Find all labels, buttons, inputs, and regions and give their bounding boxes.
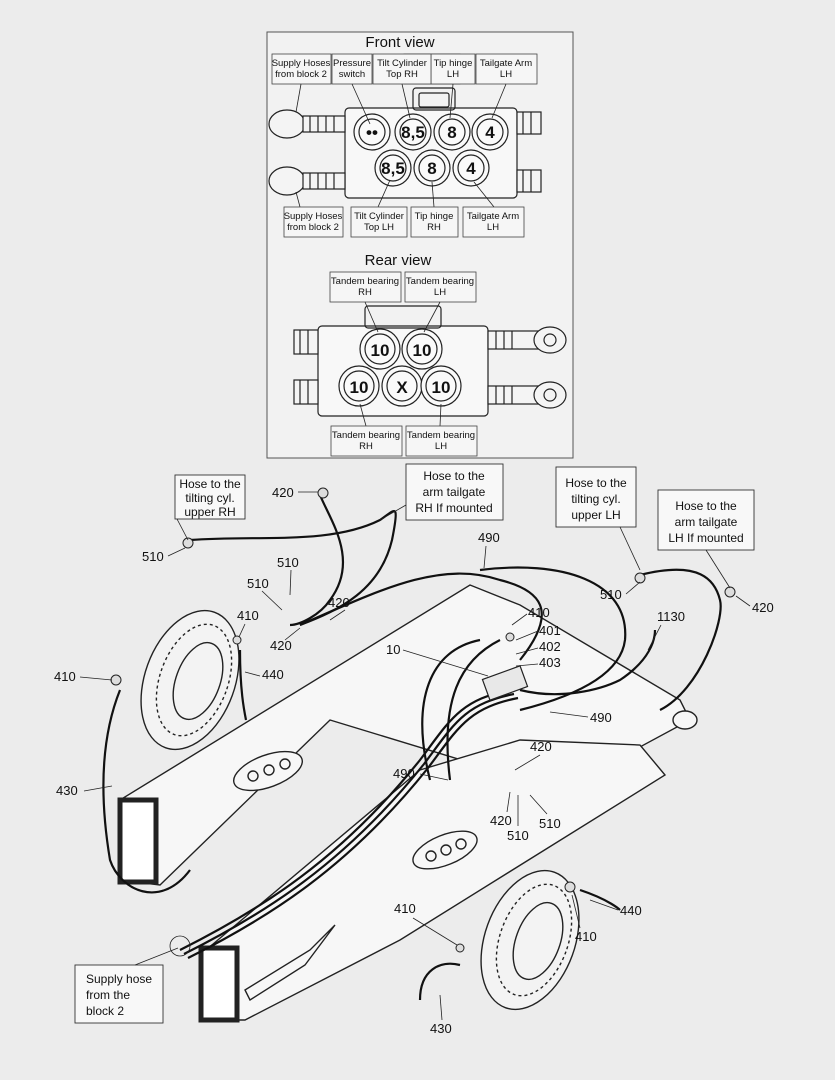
rear-view-title: Rear view bbox=[365, 252, 432, 269]
svg-text:420: 420 bbox=[270, 638, 292, 653]
svg-text:430: 430 bbox=[430, 1021, 452, 1036]
rear-port-4: X bbox=[396, 378, 408, 397]
front-port-4: 4 bbox=[485, 123, 495, 142]
svg-text:440: 440 bbox=[620, 903, 642, 918]
front-port-2: 8,5 bbox=[401, 123, 425, 142]
front-view-title: Front view bbox=[365, 34, 434, 51]
svg-text:510: 510 bbox=[277, 555, 299, 570]
rear-port-2: 10 bbox=[413, 341, 432, 360]
svg-text:420: 420 bbox=[752, 600, 774, 615]
callout-boxes bbox=[74, 463, 755, 1024]
rear-port-3: 10 bbox=[350, 378, 369, 397]
rear-port-1: 10 bbox=[371, 341, 390, 360]
front-leaders bbox=[295, 83, 507, 208]
svg-text:410: 410 bbox=[394, 901, 416, 916]
wheel-right bbox=[480, 869, 580, 1011]
svg-text:410: 410 bbox=[575, 929, 597, 944]
hoses bbox=[102, 494, 722, 1001]
svg-text:420: 420 bbox=[530, 739, 552, 754]
front-port-7: 4 bbox=[466, 159, 476, 178]
callout-leaders bbox=[134, 504, 731, 966]
rear-bottom-labels bbox=[330, 425, 478, 457]
rear-port-5: 10 bbox=[432, 378, 451, 397]
svg-text:1130: 1130 bbox=[657, 609, 685, 624]
front-bottom-labels bbox=[283, 206, 525, 238]
svg-text:420: 420 bbox=[490, 813, 512, 828]
frame-assembly bbox=[117, 584, 698, 1023]
front-port-1: •• bbox=[366, 123, 378, 142]
wheel-left bbox=[140, 609, 240, 751]
svg-text:10: 10 bbox=[386, 642, 400, 657]
svg-text:490: 490 bbox=[393, 766, 415, 781]
part-leaders bbox=[79, 491, 751, 1021]
part-numbers: 420 510 510 510 420 420 410 410 440 430 … bbox=[54, 485, 774, 1036]
svg-text:490: 490 bbox=[590, 710, 612, 725]
front-port-5: 8,5 bbox=[381, 159, 405, 178]
svg-text:490: 490 bbox=[478, 530, 500, 545]
svg-text:410: 410 bbox=[54, 669, 76, 684]
svg-text:510: 510 bbox=[539, 816, 561, 831]
rear-leaders bbox=[359, 301, 442, 427]
svg-text:510: 510 bbox=[247, 576, 269, 591]
svg-text:410: 410 bbox=[528, 605, 550, 620]
rear-top-labels bbox=[329, 271, 477, 303]
front-port-3: 8 bbox=[447, 123, 456, 142]
svg-text:402: 402 bbox=[539, 639, 561, 654]
svg-text:510: 510 bbox=[142, 549, 164, 564]
svg-text:440: 440 bbox=[262, 667, 284, 682]
fittings bbox=[110, 487, 736, 953]
svg-text:420: 420 bbox=[272, 485, 294, 500]
svg-text:510: 510 bbox=[507, 828, 529, 843]
valve-block-assembly bbox=[481, 665, 529, 701]
front-port-6: 8 bbox=[427, 159, 436, 178]
svg-text:510: 510 bbox=[600, 587, 622, 602]
svg-text:403: 403 bbox=[539, 655, 561, 670]
rear-ports bbox=[338, 328, 462, 407]
svg-text:401: 401 bbox=[539, 623, 561, 638]
svg-text:410: 410 bbox=[237, 608, 259, 623]
svg-text:430: 430 bbox=[56, 783, 78, 798]
front-ports bbox=[353, 113, 509, 187]
svg-text:420: 420 bbox=[328, 595, 350, 610]
